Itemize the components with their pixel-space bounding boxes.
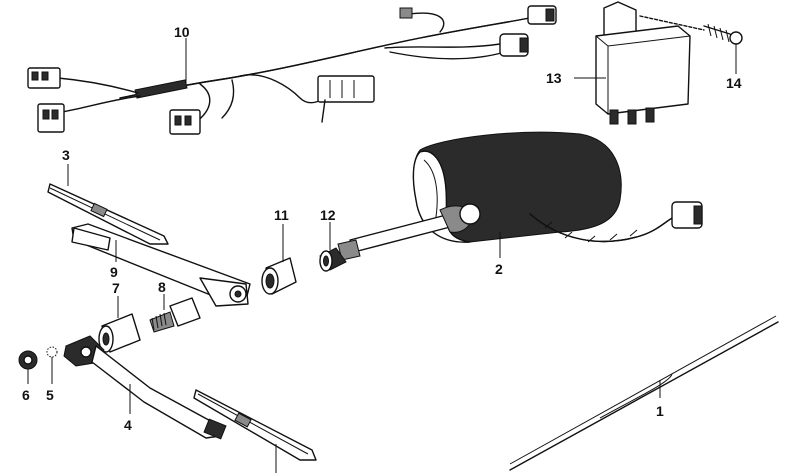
harness-connector	[317, 75, 375, 103]
callout-5: 5	[46, 387, 54, 403]
wiper-blade-lower	[193, 389, 317, 473]
nut	[319, 222, 347, 272]
bushing	[261, 224, 297, 295]
bolt	[149, 294, 201, 333]
body-outline	[509, 315, 779, 471]
screw	[639, 15, 743, 74]
callout-3: 3	[62, 147, 70, 163]
callout-7: 7	[112, 280, 120, 296]
callout-13: 13	[546, 70, 562, 86]
relay	[574, 1, 691, 125]
harness-connector	[527, 5, 557, 25]
callout-6: 6	[22, 387, 30, 403]
wiper-blade-upper	[47, 164, 169, 245]
callout-4: 4	[124, 417, 132, 433]
wiper-arm-lower	[63, 335, 227, 440]
callout-10: 10	[174, 24, 190, 40]
wiper-arm-upper	[71, 223, 251, 307]
harness-connector	[27, 67, 61, 89]
callout-12: 12	[320, 207, 336, 223]
callout-9: 9	[110, 264, 118, 280]
sleeve	[98, 296, 141, 353]
wiper-motor	[337, 131, 703, 261]
harness-connector	[499, 33, 529, 57]
callout-8: 8	[158, 279, 166, 295]
harness-connector	[37, 103, 65, 133]
nut-small	[18, 350, 38, 384]
callout-14: 14	[726, 75, 742, 91]
wiring-harness	[27, 5, 557, 135]
callout-11: 11	[274, 207, 289, 223]
harness-connector	[169, 109, 201, 135]
callout-2: 2	[495, 261, 503, 277]
callout-1: 1	[656, 403, 664, 419]
washer	[46, 346, 58, 384]
